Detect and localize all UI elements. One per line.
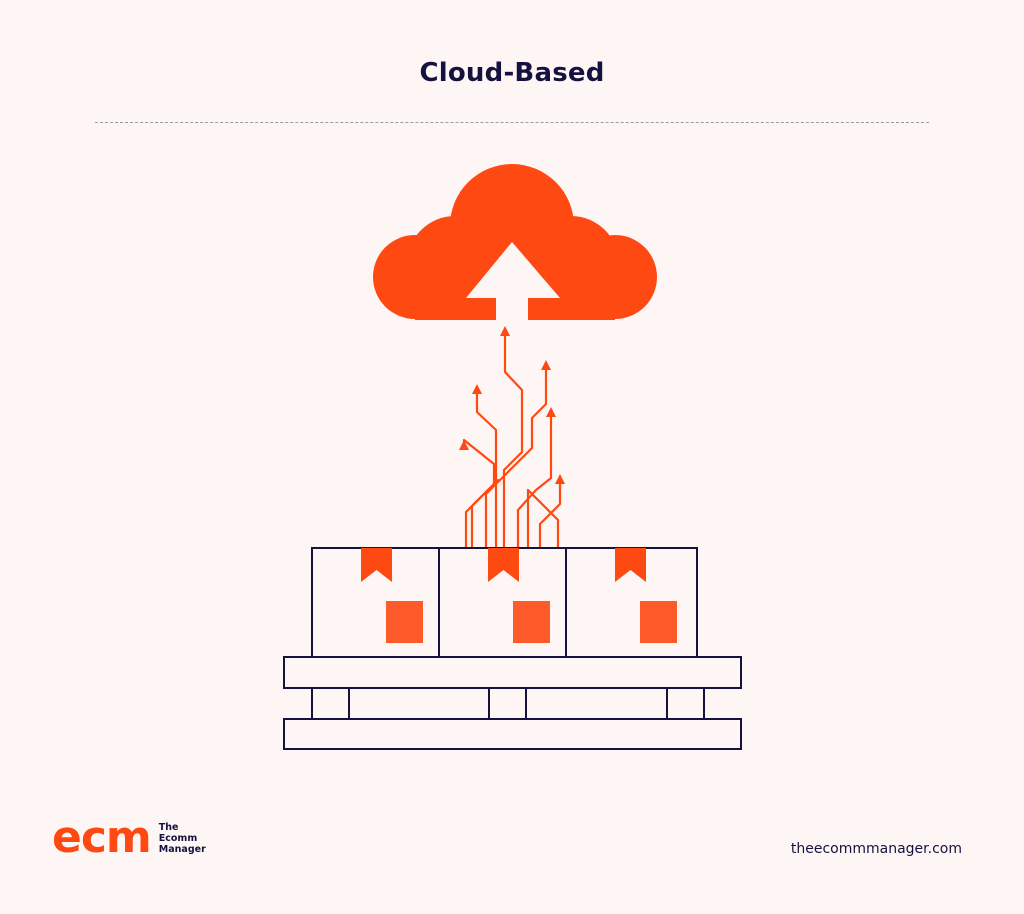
box-tapes: [361, 548, 646, 582]
logo-mark: ecm: [52, 812, 152, 863]
logo-word: The: [158, 821, 179, 833]
arrow-heads: [459, 326, 565, 484]
arrow-up-icon: [466, 242, 560, 326]
data-stream-arrows: [462, 332, 562, 550]
label-icon: [386, 601, 423, 643]
pallet-icon: [283, 656, 742, 750]
box-labels: [386, 601, 677, 643]
logo-word: Ecomm: [158, 832, 198, 844]
bookmark-icon: [615, 548, 646, 582]
bookmark-icon: [361, 548, 392, 582]
page-title: Cloud-Based: [419, 58, 605, 88]
bookmark-icon: [488, 548, 519, 582]
label-icon: [640, 601, 677, 643]
logo-word: Manager: [158, 843, 206, 855]
logo-wordmark: The Ecomm Manager: [159, 822, 206, 855]
website-link[interactable]: theecommmanager.com: [790, 841, 962, 857]
label-icon: [513, 601, 550, 643]
cloud-upload-icon: [373, 164, 657, 326]
brand-logo: ecm The Ecomm Manager: [52, 812, 206, 863]
dashed-divider: [95, 122, 929, 123]
